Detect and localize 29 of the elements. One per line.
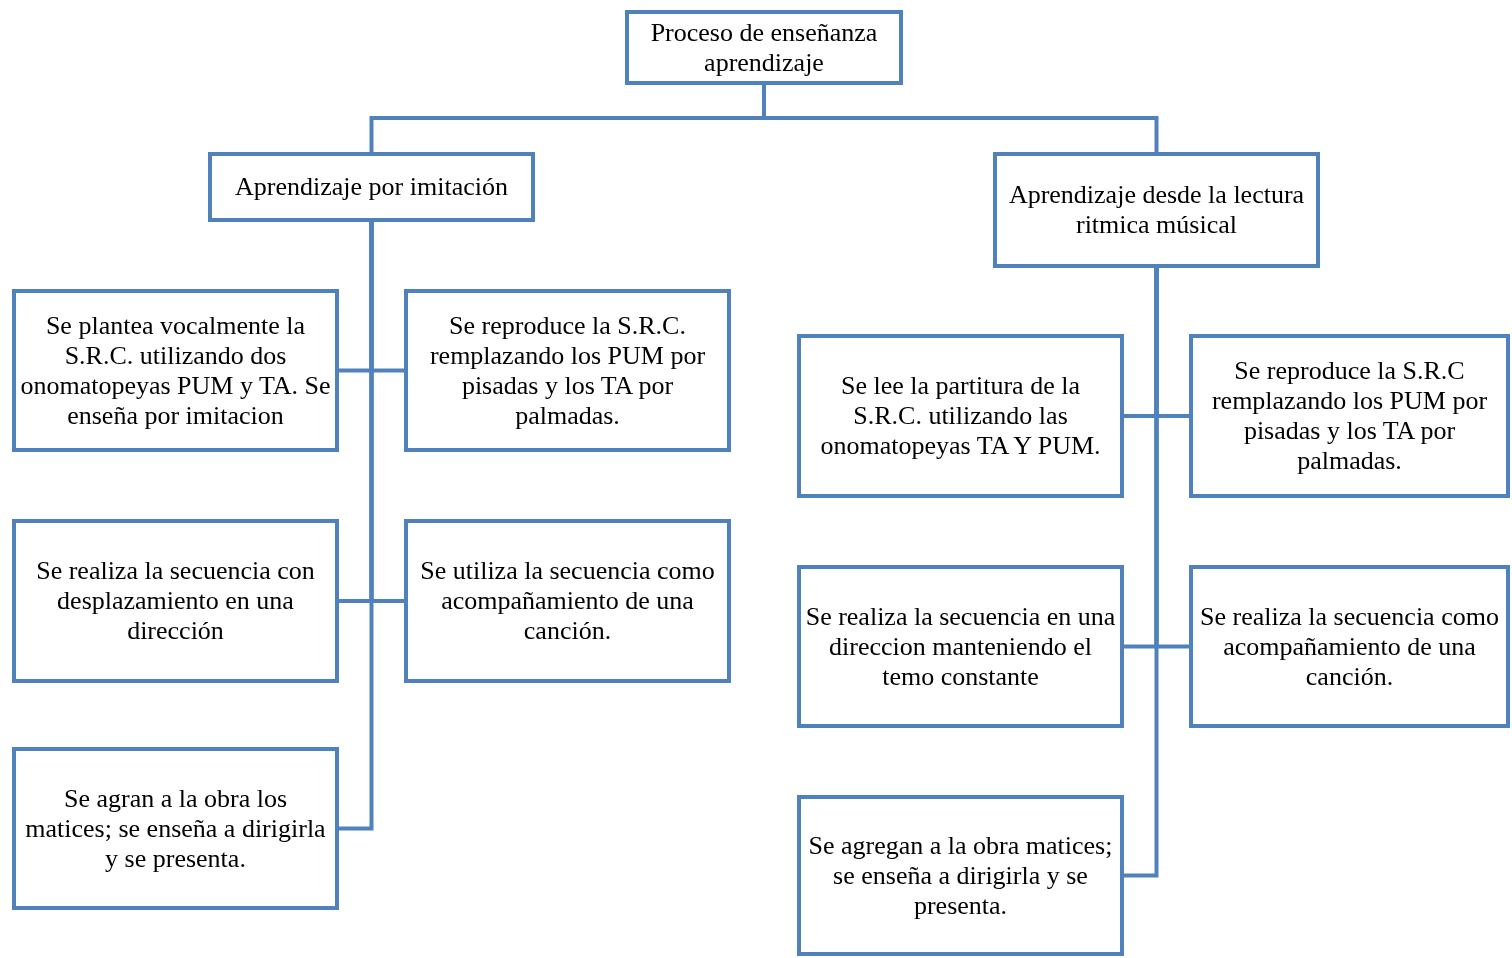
connector-line [762,85,1159,152]
box-text: Se plantea vocalmente la S.R.C. utilizando dos onomatopeyas PUM y TA. Se enseña por imitacion [20,310,331,431]
box-text: Se realiza la secuencia con desplazamiento en una dirección [35,556,316,646]
connector-line [1124,268,1159,878]
text-box [993,152,1320,268]
text-box [1189,565,1510,728]
box-text: Proceso de enseñanza aprendizaje [649,17,879,78]
text-box [797,565,1124,728]
connector-line [339,222,374,831]
text-box [797,795,1124,956]
box-text: Se realiza la secuencia como acompañamiento de una canción. [1199,601,1500,692]
text-box [12,747,339,910]
box-text: Se reproduce la S.R.C. remplazando los PUM por pisadas y los TA por palmadas. [428,310,707,431]
box-text: Aprendizaje desde la lectura ritmica músical [1007,180,1306,240]
box-text: Se agran a la obra los matices; se enseña a dirigirla y se presenta. [24,783,327,874]
text-box [404,289,731,452]
box-text: Se reproduce la S.R.C remplazando los PUM por pisadas y los TA por palmadas. [1210,356,1489,476]
box-text: Se agregan a la obra matices; se enseña a dirigirla y se presenta. [807,830,1114,921]
box-text: Se utiliza la secuencia como acompañamiento de una canción. [419,556,716,646]
text-box [404,519,731,683]
text-box [12,519,339,683]
text-box [797,334,1124,498]
text-box [1189,334,1510,498]
text-box [208,152,535,222]
box-text: Aprendizaje por imitación [235,172,508,202]
box-text: Se lee la partitura de la S.R.C. utilizando las onomatopeyas TA Y PUM. [819,371,1102,461]
text-box [12,289,339,452]
text-box [625,10,903,85]
box-text: Se realiza la secuencia en una direccion manteniendo el temo constante [805,601,1116,692]
